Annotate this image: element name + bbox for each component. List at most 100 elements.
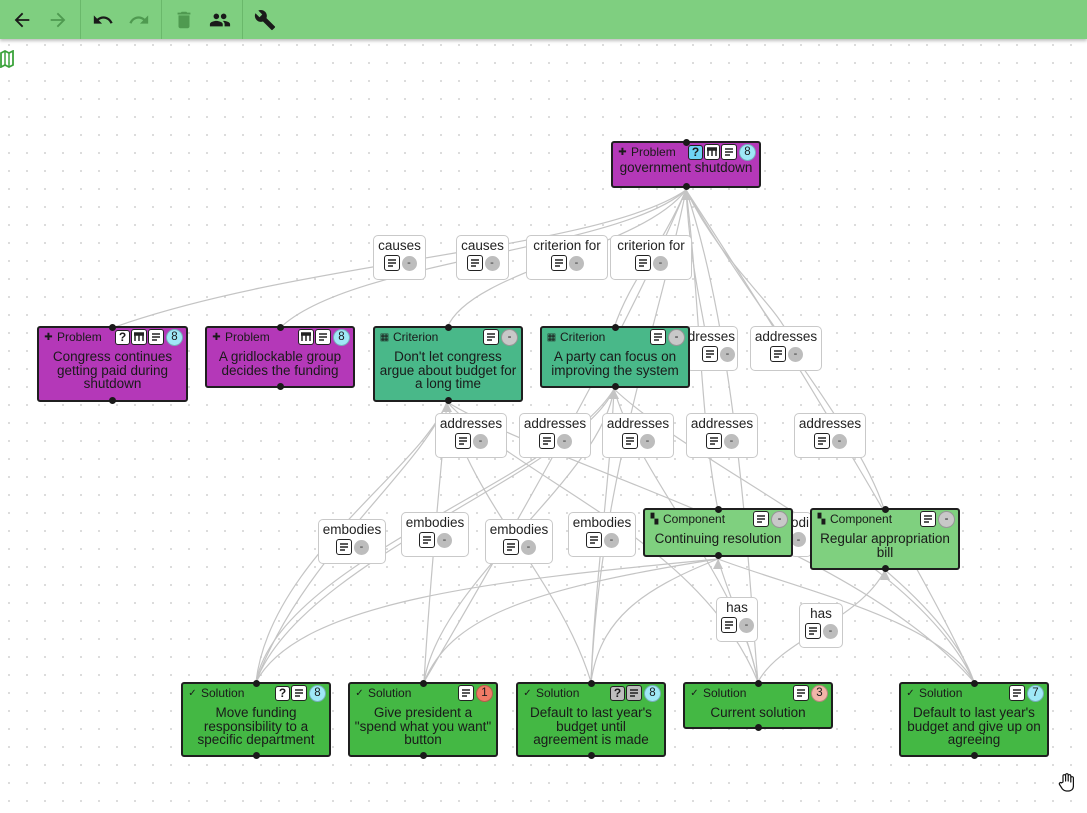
node-handle[interactable] [754,680,762,687]
score-badge[interactable]: - [604,532,619,548]
details-indicator-icon[interactable] [650,329,666,345]
details-indicator-icon[interactable] [920,511,936,527]
score-badge[interactable]: - [521,539,536,555]
score-badge[interactable]: 8 [166,328,183,346]
node-handle[interactable] [682,139,690,146]
node-current-solution[interactable]: ✓Solution 3 Current solution [683,680,833,731]
details-indicator-icon[interactable] [336,539,352,555]
edge-label-causes[interactable]: causes - [456,235,509,280]
node-handle[interactable] [714,552,722,559]
table-indicator-icon[interactable] [704,144,720,160]
wrench-button[interactable] [247,4,283,36]
details-indicator-icon[interactable] [635,255,651,271]
score-badge[interactable]: - [724,433,739,449]
node-handle[interactable] [587,752,595,759]
details-indicator-icon[interactable] [291,685,307,701]
edge-label-embodies[interactable]: embodies - [568,512,636,557]
score-badge[interactable]: 8 [739,143,756,161]
node-handle[interactable] [881,565,889,572]
node-congress-paid[interactable]: ✚Problem ? 8 Congress continues getting … [37,324,188,404]
node-default-until[interactable]: ✓Solution ? 8 Default to last year's bud… [516,680,666,759]
details-indicator-icon[interactable] [1009,685,1025,701]
question-indicator-icon[interactable]: ? [610,685,625,701]
node-handle[interactable] [276,383,284,390]
node-move-funding[interactable]: ✓Solution ? 8 Move funding responsibilit… [181,680,331,759]
edge-label-embodies[interactable]: embodies - [401,512,469,557]
details-indicator-icon[interactable] [315,329,331,345]
edge-label-embodies[interactable]: embodies - [318,519,386,564]
details-indicator-icon[interactable] [814,433,830,449]
node-dont-let-congress[interactable]: ▦Criterion - Don't let congress argue ab… [373,324,523,404]
node-handle[interactable] [587,680,595,687]
score-badge[interactable]: - [557,433,572,449]
node-handle[interactable] [419,680,427,687]
details-indicator-icon[interactable] [466,255,483,271]
edge-label-addresses[interactable]: addresses - [686,413,758,458]
node-handle[interactable] [444,397,452,404]
node-default-give-up[interactable]: ✓Solution 7 Default to last year's budge… [899,680,1049,759]
edge-label-addresses[interactable]: addresses - [602,413,674,458]
score-badge[interactable]: - [832,433,847,449]
details-indicator-icon[interactable] [586,532,602,548]
redo-button[interactable] [121,4,157,36]
forward-button[interactable] [40,4,76,36]
score-badge[interactable]: - [484,255,500,271]
details-indicator-icon[interactable] [503,539,519,555]
score-badge[interactable]: - [569,255,584,271]
score-badge[interactable]: 8 [333,328,350,346]
score-badge[interactable]: 8 [309,684,326,702]
node-handle[interactable] [881,506,889,513]
node-handle[interactable] [444,324,452,331]
details-indicator-icon[interactable] [706,433,722,449]
score-badge[interactable]: - [791,532,806,547]
details-indicator-icon[interactable] [419,532,435,548]
node-handle[interactable] [109,324,116,331]
edge-label-has[interactable]: has - [799,603,843,648]
score-badge[interactable]: - [788,346,803,362]
score-badge[interactable]: 3 [811,684,828,702]
delete-button[interactable] [166,4,202,36]
edge-label-criterion-for[interactable]: criterion for - [526,235,608,280]
score-badge[interactable]: - [668,328,685,346]
node-handle[interactable] [611,383,619,390]
score-badge[interactable]: - [653,255,668,271]
details-indicator-icon[interactable] [622,433,638,449]
node-handle[interactable] [714,506,722,513]
node-gridlockable[interactable]: ✚Problem 8 A gridlockable group decides … [205,324,355,390]
score-badge[interactable]: - [823,623,838,639]
edge-label-has[interactable]: has - [716,597,758,642]
score-badge[interactable]: - [401,255,417,271]
details-indicator-icon[interactable] [770,346,786,362]
score-badge[interactable]: 7 [1027,684,1044,702]
score-badge[interactable]: - [437,532,452,548]
score-badge[interactable]: - [640,433,655,449]
details-indicator-icon[interactable] [148,329,164,345]
node-handle[interactable] [682,183,690,190]
question-indicator-icon[interactable]: ? [688,144,703,160]
details-indicator-icon[interactable] [721,617,737,633]
people-button[interactable] [202,4,238,36]
score-badge[interactable]: - [739,617,754,633]
node-handle[interactable] [252,752,260,759]
map-icon[interactable] [0,50,14,68]
node-handle[interactable] [754,724,762,731]
question-indicator-icon[interactable]: ? [115,329,130,345]
node-handle[interactable] [109,397,116,404]
node-regular-appropriation[interactable]: ▚Component - Regular appropriation bill [810,506,960,572]
node-handle[interactable] [970,752,978,759]
details-indicator-icon[interactable] [753,511,769,527]
details-indicator-icon[interactable] [721,144,737,160]
edge-label-causes[interactable]: causes - [373,235,426,280]
score-badge[interactable]: - [354,539,369,555]
edge-label-embodies[interactable]: odi - [790,512,812,557]
score-badge[interactable]: - [473,433,488,449]
question-indicator-icon[interactable]: ? [275,685,290,701]
back-button[interactable] [4,4,40,36]
node-handle[interactable] [419,752,427,759]
details-indicator-icon[interactable] [458,685,474,701]
undo-button[interactable] [85,4,121,36]
details-indicator-icon[interactable] [551,255,567,271]
node-handle[interactable] [252,680,260,687]
details-indicator-icon[interactable] [483,329,499,345]
edge-label-addresses[interactable]: addresses - [519,413,591,458]
